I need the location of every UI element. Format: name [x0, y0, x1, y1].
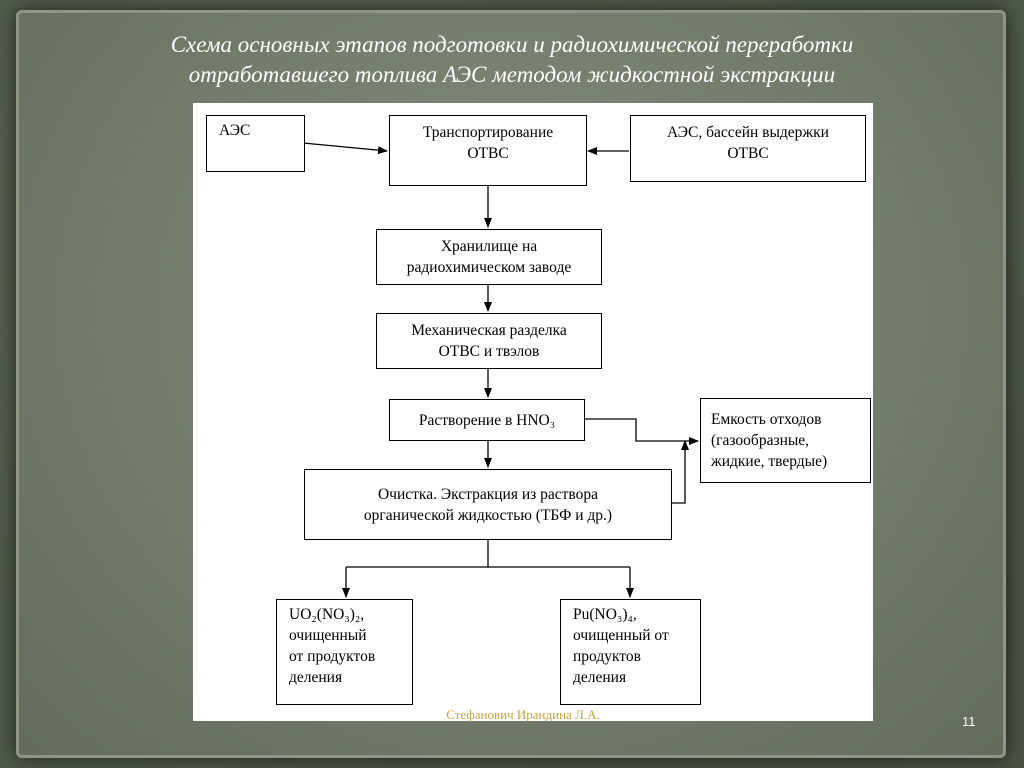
node-npp-pool: АЭС, бассейн выдержки ОТВС [630, 115, 866, 182]
slide-title: Схема основных этапов подготовки и радио… [60, 30, 964, 90]
node-dissolution: Растворение в HNO₃ [389, 399, 585, 441]
page-number: 11 [962, 714, 976, 729]
node-cutting: Механическая разделка ОТВС и твэлов [376, 313, 602, 369]
slide-footer: Стефанович Ирандина Л.А. [446, 707, 600, 722]
node-purification: Очистка. Экстракция из раствора органиче… [304, 469, 672, 540]
node-npp: АЭС [206, 115, 305, 172]
arrow-npp-to-transport [302, 142, 388, 155]
arrow-purification-to-waste [671, 440, 689, 504]
node-transport: Транспортирование ОТВС [389, 115, 587, 186]
node-uranium: UO₂(NO₃)₂, очищенный от продуктов делени… [276, 599, 413, 705]
title-line-2: отработавшего топлива АЭС методом жидкос… [188, 62, 836, 87]
node-plutonium: Pu(NO₃)₄, очищенный от продуктов деления [560, 599, 701, 705]
flow-diagram: АЭС Транспортирование ОТВС АЭС, бассейн … [193, 103, 873, 721]
title-line-1: Схема основных этапов подготовки и радио… [170, 32, 854, 57]
diagram-connectors [302, 142, 870, 598]
node-storage: Хранилище на радиохимическом заводе [376, 229, 602, 285]
arrow-dissolution-to-waste [585, 418, 699, 445]
node-waste: Емкость отходов (газообразные, жидкие, т… [700, 398, 871, 483]
